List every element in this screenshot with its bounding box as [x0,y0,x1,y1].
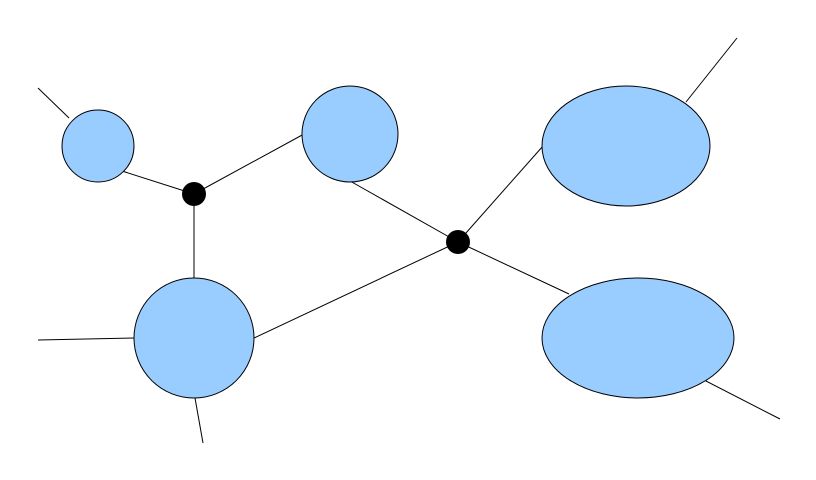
edge-large-circle-dangling-bottom [194,397,204,444]
edge-ellipse-bottom-dangling [705,380,781,420]
edge-top-circle-to-junction-center [349,180,459,243]
edge-top-circle-to-junction-left [193,133,305,195]
edge-small-circle-to-junction-left [121,170,195,195]
node-circle-top-middle [301,85,399,183]
edge-ellipse-bottom-to-junction-center [457,241,570,295]
node-large-circle-bottom-left [133,277,255,399]
node-small-circle-top-left [61,109,135,183]
node-ellipse-top-right [541,85,711,207]
edge-ellipse-top-dangling [685,37,738,103]
edges-layer [37,37,781,444]
edge-large-circle-dangling-left [37,337,136,341]
nodes-layer [61,85,735,399]
junctions-layer [182,182,470,254]
junction-left [182,182,206,206]
edge-large-circle-to-junction-center [253,241,459,339]
node-ellipse-bottom-right [541,277,735,399]
edge-small-circle-dangling [37,87,70,119]
edge-ellipse-top-to-junction-center [457,145,544,243]
junction-center [446,230,470,254]
